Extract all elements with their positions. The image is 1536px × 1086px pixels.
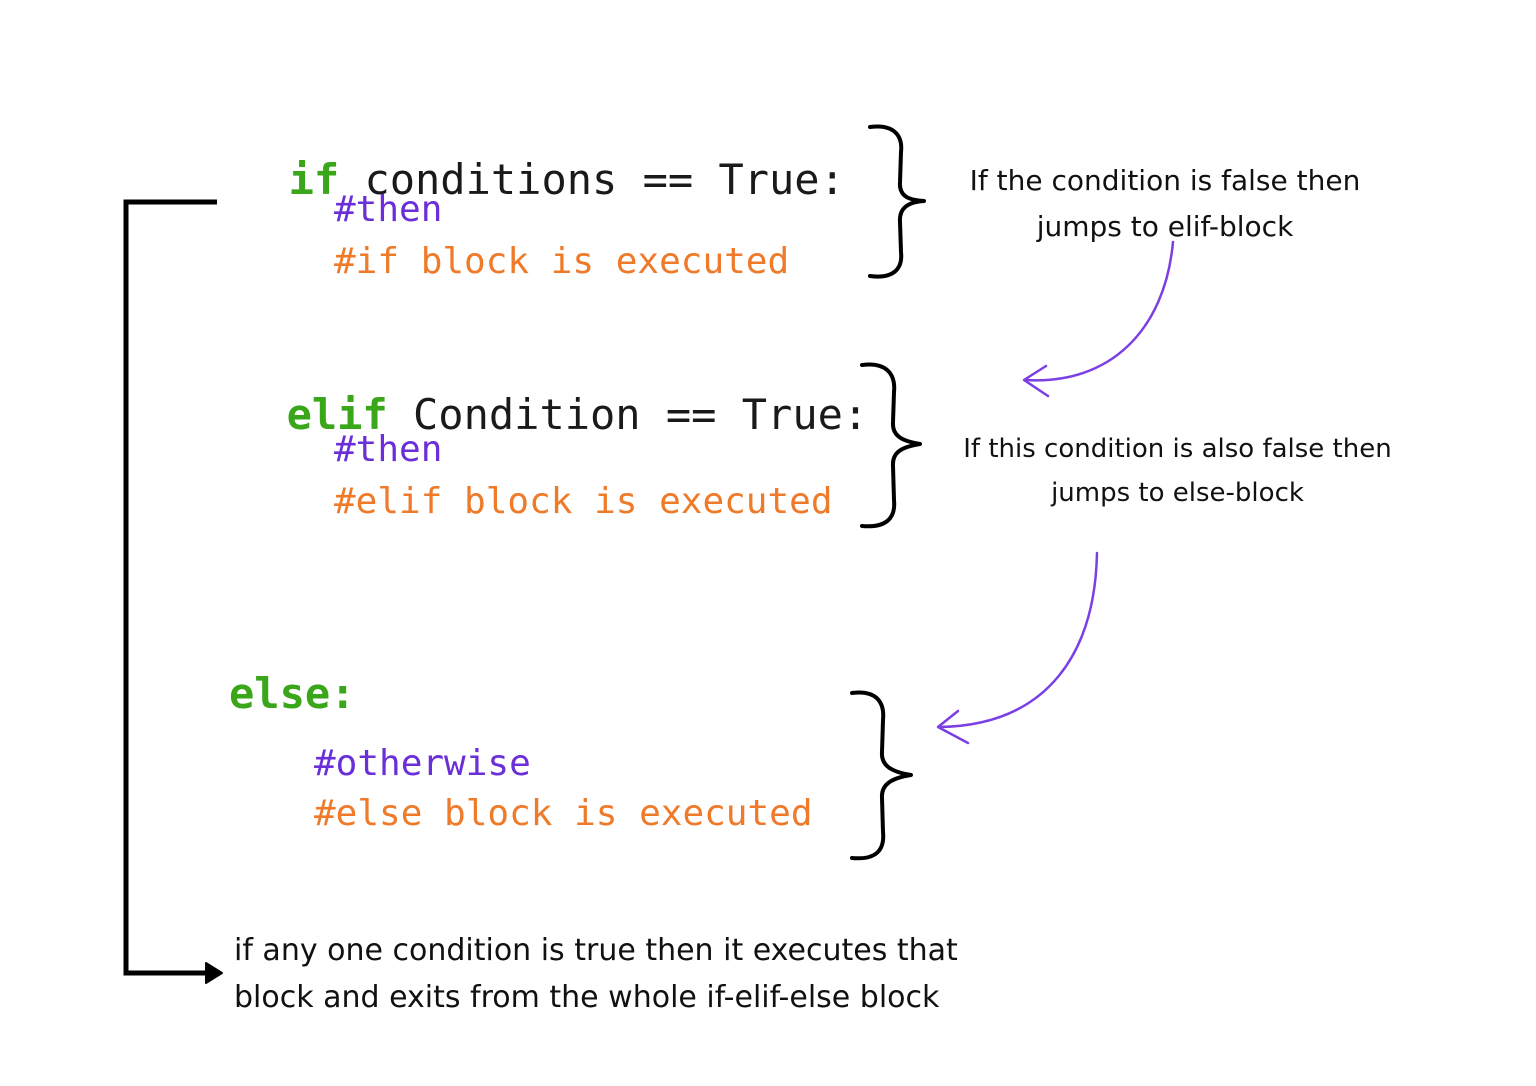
- else-comment-exec: #else block is executed: [314, 793, 813, 834]
- if-condition: conditions == True:: [339, 155, 845, 204]
- if-comment-then: #then: [334, 189, 443, 230]
- else-comment-then: #otherwise: [314, 743, 531, 784]
- if-keyword: if: [288, 155, 340, 204]
- if-brace: [868, 124, 926, 279]
- if-note-line1: If the condition is false then: [969, 164, 1361, 197]
- footer-note: if any one condition is true then it exe…: [234, 927, 958, 1021]
- footer-line2: block and exits from the whole if-elif-e…: [234, 980, 940, 1015]
- elif-comment-exec: #elif block is executed: [334, 481, 833, 522]
- elif-keyword: elif: [286, 390, 388, 439]
- elif-brace: [860, 362, 922, 529]
- elif-note: If this condition is also false then jum…: [935, 427, 1420, 515]
- arrow-elif-to-else: [938, 551, 1099, 729]
- if-note-line2: jumps to elif-block: [1036, 210, 1294, 243]
- elif-comment-then: #then: [334, 429, 443, 470]
- if-note: If the condition is false then jumps to …: [940, 158, 1390, 250]
- exit-bracket: [123, 199, 217, 976]
- arrow-if-to-elif-head: [1022, 364, 1050, 398]
- elif-line: elif Condition == True:: [236, 352, 869, 439]
- arrow-if-to-elif: [1024, 240, 1175, 382]
- elif-condition: Condition == True:: [387, 390, 869, 439]
- arrow-elif-to-else-head: [936, 709, 970, 745]
- elif-note-line1: If this condition is also false then: [963, 434, 1392, 464]
- else-keyword: else:: [229, 669, 356, 718]
- if-line: if conditions == True:: [238, 117, 845, 201]
- exit-arrow-head: [205, 962, 223, 984]
- if-comment-exec: #if block is executed: [334, 241, 790, 282]
- else-brace: [850, 690, 913, 861]
- elif-note-line2: jumps to else-block: [1051, 478, 1304, 508]
- footer-line1: if any one condition is true then it exe…: [234, 933, 958, 968]
